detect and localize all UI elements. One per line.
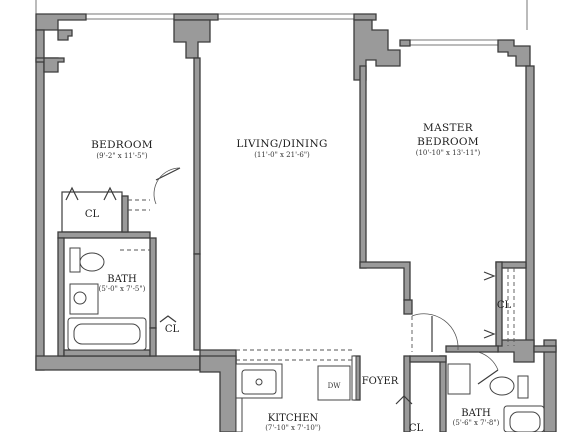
- bath1-fixtures: [67, 247, 147, 351]
- living-dims: (11'-0" x 21'-6"): [254, 151, 310, 159]
- foyer-label: FOYER: [362, 376, 399, 387]
- kitchen-fixtures: [235, 363, 351, 432]
- exterior-windows: [35, 0, 528, 46]
- bath1-dims: (5'-0" x 7'-5"): [99, 285, 146, 293]
- bath2-label: BATH: [461, 408, 491, 419]
- master-dims: (10'-10" x 13'-11"): [416, 149, 481, 157]
- bedroom-closet-label: CL: [85, 209, 100, 220]
- living-label: LIVING/DINING: [236, 138, 327, 150]
- master-label-line1: MASTER: [423, 122, 474, 134]
- kitchen-label: KITCHEN: [268, 413, 319, 424]
- bath2-fixtures: [447, 363, 545, 432]
- bath1-label: BATH: [107, 274, 137, 285]
- bedroom-label: BEDROOM: [91, 139, 153, 151]
- master-label-line2: BEDROOM: [417, 136, 479, 148]
- doors: [65, 167, 515, 405]
- dishwasher-label: DW: [328, 382, 342, 390]
- bath2-dims: (5'-6" x 7'-8"): [453, 419, 500, 427]
- hall-closet-label: CL: [165, 324, 180, 335]
- master-closet-label: CL: [497, 300, 512, 311]
- walls: [35, 13, 557, 432]
- bedroom-dims: (9'-2" x 11'-5"): [96, 152, 147, 160]
- foyer-closet-label: CL: [409, 423, 424, 432]
- kitchen-dims: (7'-10" x 7'-10"): [265, 424, 321, 432]
